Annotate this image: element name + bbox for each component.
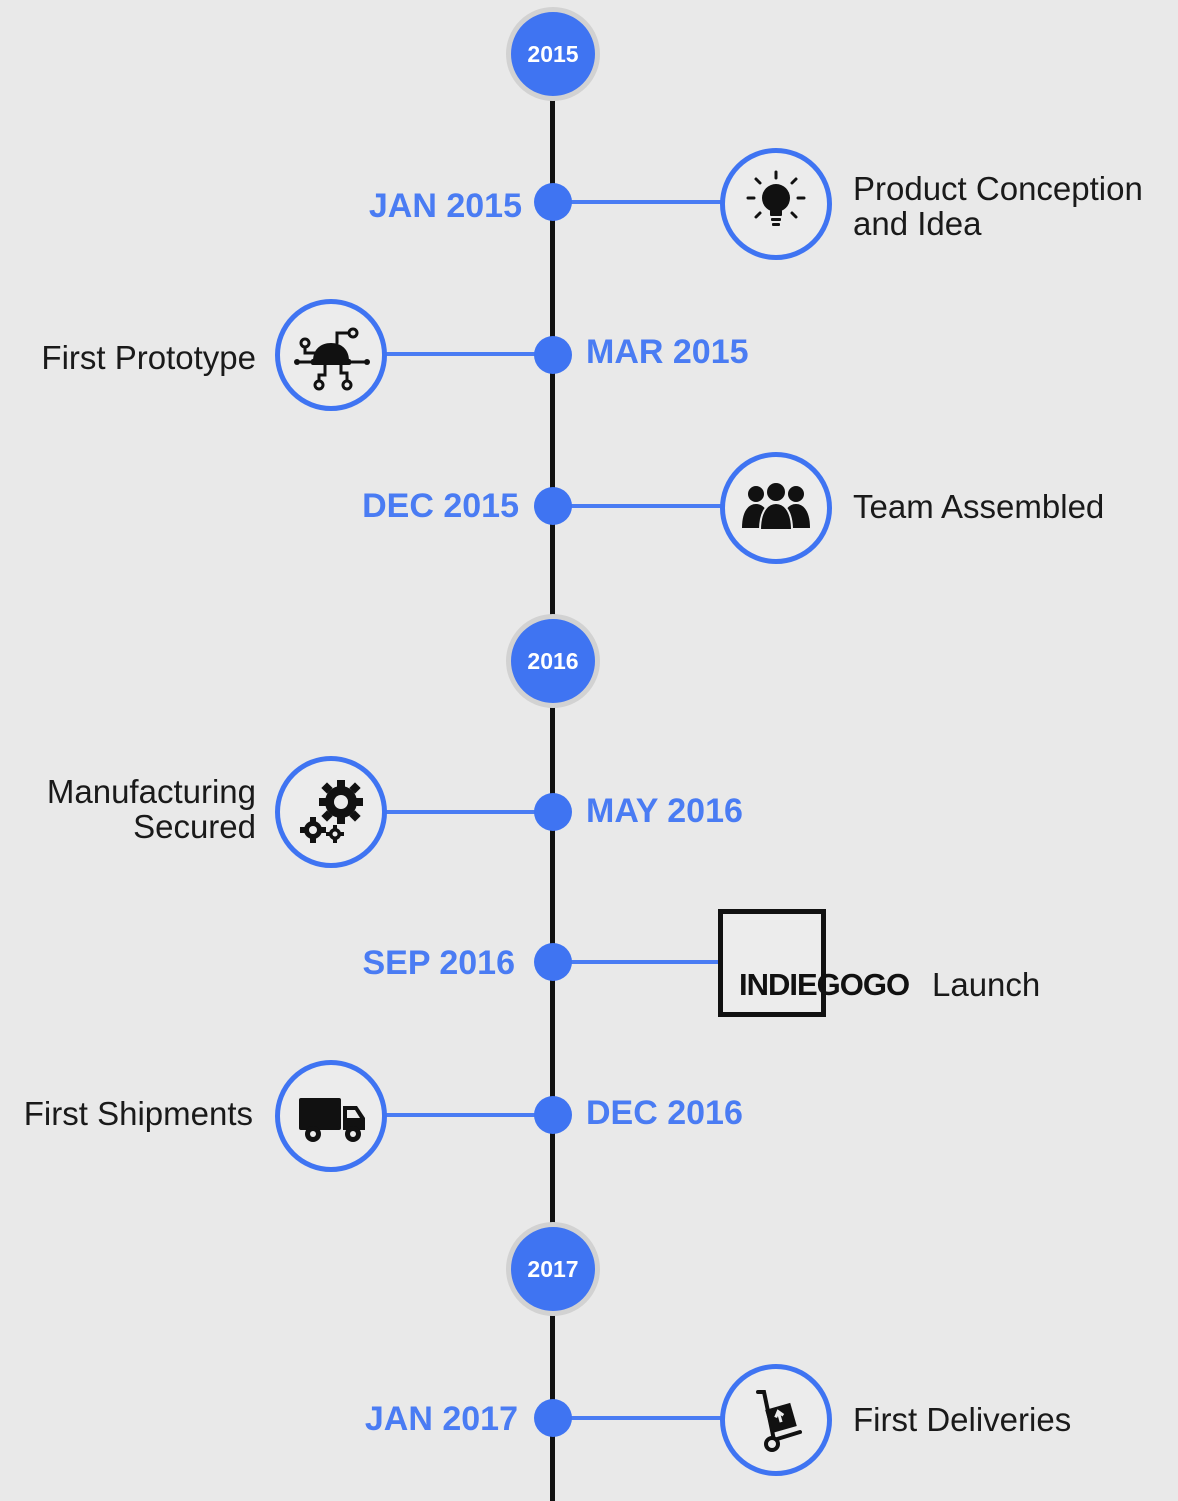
event-label: Team Assembled — [853, 488, 1105, 525]
event-date: JAN 2017 — [364, 1400, 518, 1438]
lightbulb-icon — [720, 148, 832, 260]
event-label: Product Conception and Idea — [853, 170, 1143, 242]
connector-line — [380, 810, 555, 814]
timeline-dot — [534, 943, 572, 981]
event-date: DEC 2016 — [586, 1094, 743, 1132]
event-label: First Deliveries — [853, 1401, 1072, 1438]
year-badge-2015: 2015 — [506, 7, 600, 101]
connector-line — [380, 352, 555, 356]
timeline-dot — [534, 1399, 572, 1437]
event-label: Manufacturing Secured — [46, 773, 256, 845]
drone-circuit-icon — [275, 299, 387, 411]
team-icon — [720, 452, 832, 564]
truck-icon — [275, 1060, 387, 1172]
timeline-dot — [534, 183, 572, 221]
hand-truck-icon — [720, 1364, 832, 1476]
event-date: JAN 2015 — [368, 187, 522, 225]
year-badge-2017: 2017 — [506, 1222, 600, 1316]
event-date: SEP 2016 — [362, 944, 515, 982]
event-label: First Shipments — [23, 1095, 253, 1132]
timeline-dot — [534, 487, 572, 525]
year-badge-2016: 2016 — [506, 614, 600, 708]
connector-line — [553, 960, 721, 964]
timeline-dot — [534, 336, 572, 374]
timeline-dot — [534, 1096, 572, 1134]
indiegogo-logo-frame — [718, 909, 826, 1017]
event-date: MAR 2015 — [586, 333, 749, 371]
connector-line — [553, 504, 723, 508]
event-date: MAY 2016 — [586, 792, 743, 830]
connector-line — [553, 1416, 723, 1420]
indiegogo-logo: INDIEGOGO — [739, 967, 910, 1002]
timeline-spine — [550, 40, 555, 1501]
event-date: DEC 2015 — [362, 487, 519, 525]
gears-icon — [275, 756, 387, 868]
event-label: First Prototype — [41, 339, 256, 376]
timeline-dot — [534, 793, 572, 831]
connector-line — [380, 1113, 555, 1117]
connector-line — [553, 200, 723, 204]
event-label: Launch — [932, 966, 1041, 1003]
